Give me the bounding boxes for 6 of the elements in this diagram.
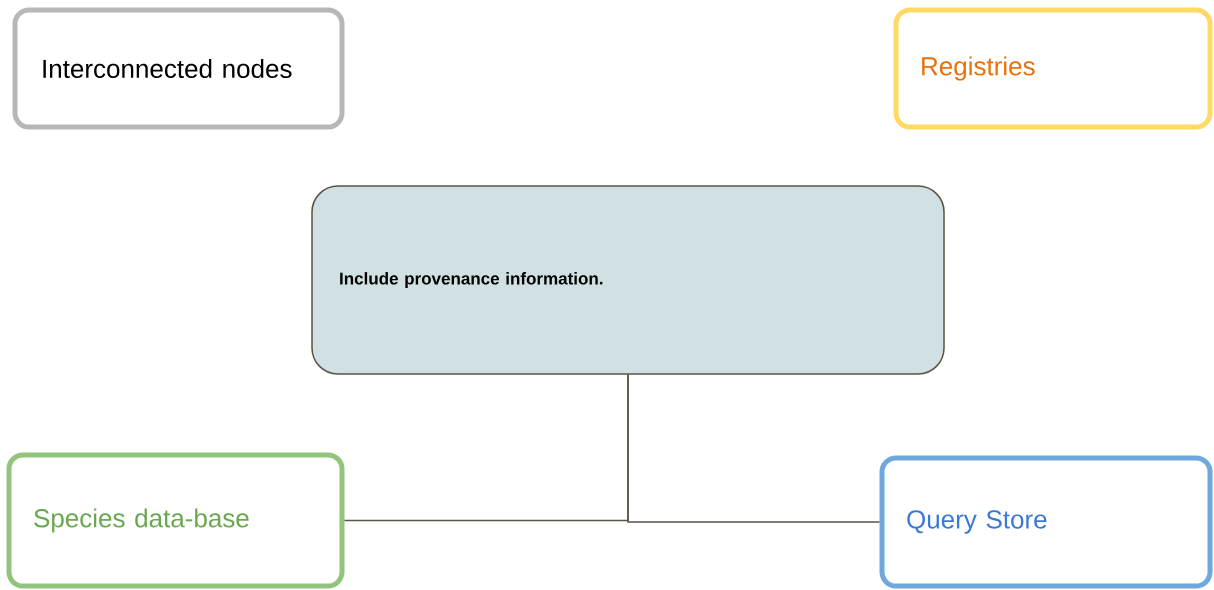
topic-box: Registries (893, 7, 1213, 130)
topic-box: Species data-base (6, 452, 345, 589)
topic-box: Interconnected nodes (12, 7, 345, 130)
topic-box: Query Store (879, 455, 1213, 589)
process-box: Include provenance information. (311, 185, 945, 375)
connector-line (627, 374, 881, 523)
